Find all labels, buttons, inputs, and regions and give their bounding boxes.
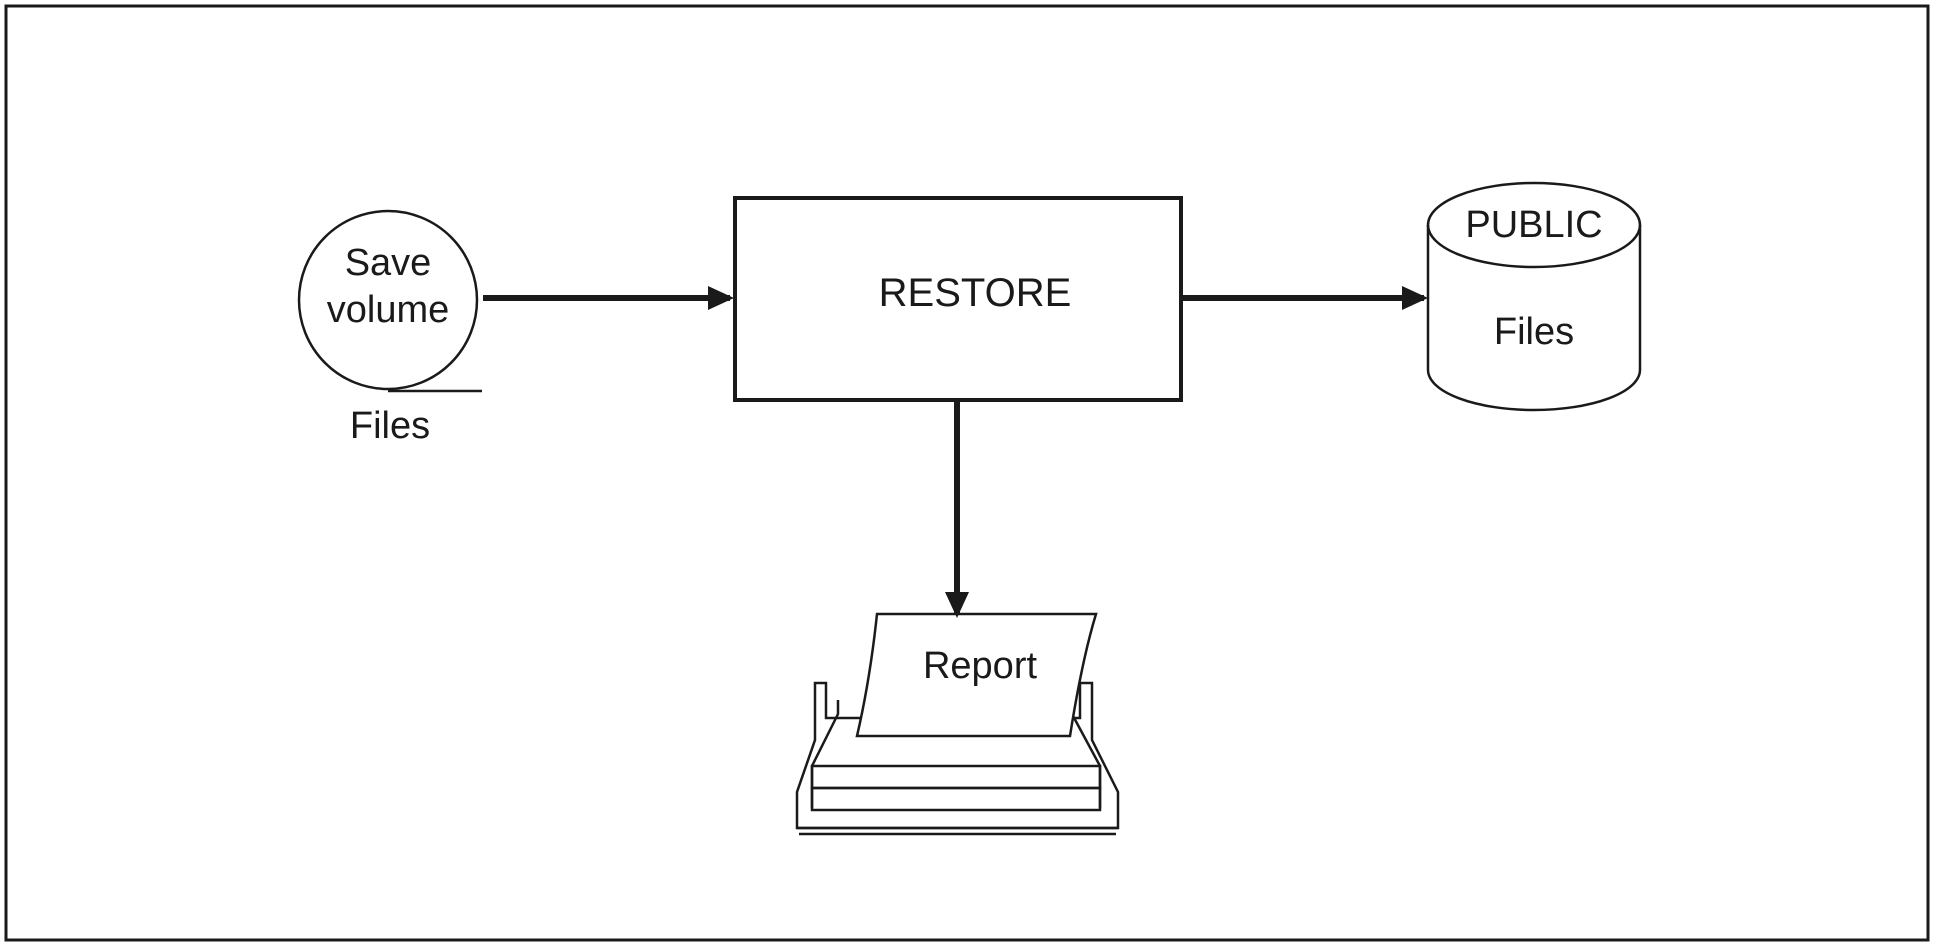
disk-cylinder-icon — [1426, 225, 1642, 412]
restore-node: RESTORE — [733, 196, 1183, 402]
restore-box — [733, 196, 1183, 402]
public-files-node: PUBLIC Files — [1426, 181, 1642, 412]
public-files-label: Files — [1494, 311, 1574, 353]
edges — [483, 286, 1428, 618]
report-paper-icon — [855, 612, 1098, 738]
printer-roller-upper — [810, 764, 1102, 790]
save-volume-files-caption: Files — [350, 405, 430, 447]
outer-frame — [4, 4, 1930, 942]
printer-roller-lower — [810, 786, 1102, 812]
disk-top-ellipse — [1426, 181, 1642, 269]
save-volume-label-line2: volume — [327, 289, 450, 331]
restore-label: RESTORE — [879, 271, 1072, 315]
report-node: Report — [795, 612, 1120, 836]
tape-reel-icon — [297, 209, 479, 391]
report-label: Report — [923, 645, 1037, 687]
printer-icon — [795, 681, 1120, 830]
save-volume-node: Save volume Files — [297, 209, 482, 447]
public-label: PUBLIC — [1465, 204, 1602, 246]
save-volume-label-line1: Save — [345, 242, 432, 284]
